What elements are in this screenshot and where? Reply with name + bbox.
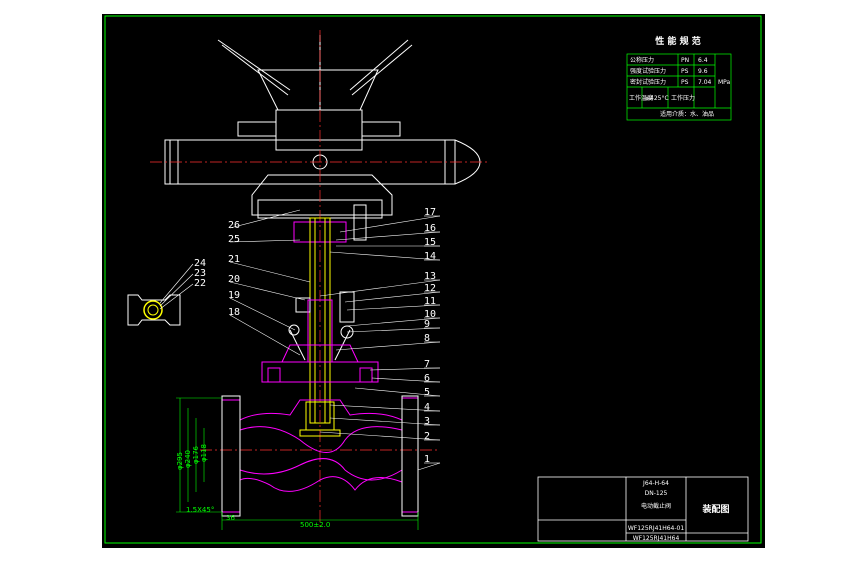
detail-view: 24 23 22 bbox=[127, 258, 206, 326]
detail-part-number: 22 bbox=[194, 278, 206, 289]
spec-table-title: 性 能 规 范 bbox=[655, 35, 700, 47]
drawing-code: WF125RJ41H64-01 bbox=[628, 525, 685, 532]
svg-text:7.04: 7.04 bbox=[698, 79, 712, 86]
part-number-25: 25 bbox=[228, 234, 240, 245]
part-number-5: 5 bbox=[424, 387, 430, 398]
part-number-14: 14 bbox=[424, 251, 436, 262]
diameter-dim: φ176 bbox=[192, 445, 200, 464]
dimension-lines bbox=[176, 397, 419, 530]
part-number-12: 12 bbox=[424, 283, 436, 294]
part-number-17: 17 bbox=[424, 207, 436, 218]
svg-text:工作温度: 工作温度 bbox=[629, 94, 653, 102]
part-number-7: 7 bbox=[424, 359, 430, 370]
length-dim: 500±2.0 bbox=[300, 521, 330, 529]
svg-text:工作压力: 工作压力 bbox=[671, 94, 695, 102]
svg-text:J64-H-64: J64-H-64 bbox=[642, 480, 669, 487]
diameter-dim: φ118 bbox=[200, 444, 208, 462]
part-number-21: 21 bbox=[228, 254, 240, 265]
part-number-4: 4 bbox=[424, 402, 430, 413]
spec-unit: MPa bbox=[718, 79, 731, 86]
part-number-8: 8 bbox=[424, 333, 430, 344]
diameter-dim: φ240 bbox=[184, 450, 192, 468]
svg-text:6.4: 6.4 bbox=[698, 57, 708, 64]
spec-medium: 适用介质：水、油品 bbox=[660, 110, 714, 118]
valve-body bbox=[221, 344, 419, 513]
electric-actuator bbox=[164, 35, 481, 219]
title-block-name: 电动截止阀 bbox=[641, 502, 671, 510]
diameter-dim: φ295 bbox=[176, 452, 184, 470]
spec-table: 性 能 规 范 公称压力 PN 6.4 强度试验压力 PS 9.6 密封试验压力… bbox=[626, 35, 732, 121]
part-number-3: 3 bbox=[424, 416, 430, 427]
detail-part-number: 23 bbox=[194, 268, 206, 279]
part-number-6: 6 bbox=[424, 373, 430, 384]
part-number-13: 13 bbox=[424, 271, 436, 282]
drawing-title: 装配图 bbox=[701, 503, 729, 515]
svg-text:PS: PS bbox=[681, 79, 689, 86]
part-number-10: 10 bbox=[424, 309, 436, 320]
part-number-2: 2 bbox=[424, 431, 430, 442]
svg-text:9.6: 9.6 bbox=[698, 68, 708, 75]
part-number-20: 20 bbox=[228, 274, 240, 285]
spec-label: 密封试验压力 bbox=[630, 78, 666, 86]
spec-label: 强度试验压力 bbox=[630, 67, 666, 75]
spec-label: 公称压力 bbox=[630, 56, 654, 64]
svg-text:≤425°C: ≤425°C bbox=[645, 95, 669, 102]
part-number-26: 26 bbox=[228, 220, 240, 231]
drawing-frame bbox=[104, 15, 762, 544]
yoke-and-stem bbox=[288, 204, 367, 424]
title-block: J64-H-64 DN-125 电动截止阀 装配图 WF125RJ41H64-0… bbox=[537, 476, 749, 542]
svg-text:DN-125: DN-125 bbox=[645, 490, 668, 497]
chamfer-dim: 1.5X45° bbox=[186, 506, 214, 514]
flange-dim: 36 bbox=[226, 514, 235, 522]
part-number-9: 9 bbox=[424, 319, 430, 330]
part-number-11: 11 bbox=[424, 296, 436, 307]
detail-part-number: 24 bbox=[194, 258, 206, 269]
part-number-16: 16 bbox=[424, 223, 436, 234]
part-number-19: 19 bbox=[228, 290, 240, 301]
part-number-1: 1 bbox=[424, 454, 430, 465]
svg-text:PS: PS bbox=[681, 68, 689, 75]
svg-text:PN: PN bbox=[681, 57, 689, 64]
part-number-15: 15 bbox=[424, 237, 436, 248]
part-number-18: 18 bbox=[228, 307, 240, 318]
drawing-code: WF125RJ41H64 bbox=[633, 535, 680, 542]
